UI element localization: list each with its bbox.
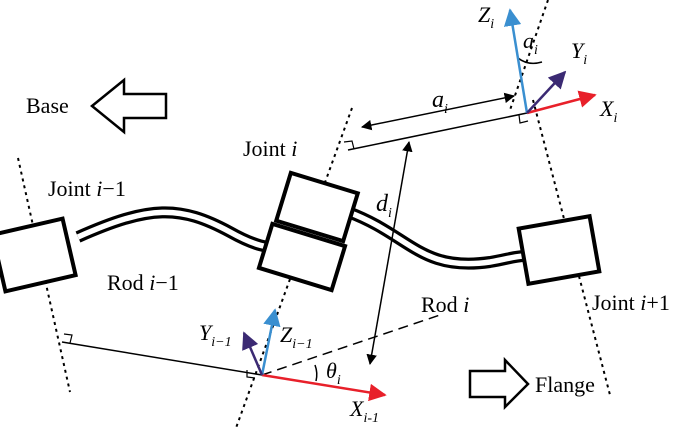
y-im1-label: Yi−1 — [199, 320, 232, 350]
a-dimension-arrow — [360, 92, 516, 131]
rod-im1-label: Rod i−1 — [107, 270, 179, 295]
flange-arrow-icon — [468, 356, 530, 411]
alpha-label: ai — [523, 28, 538, 58]
theta-arc — [314, 364, 318, 382]
rod-i-label: Rod i — [421, 292, 469, 317]
z-im1-axis-arrow — [260, 308, 281, 376]
joint-ip1-label: Joint i+1 — [592, 290, 670, 315]
joint-im1-label: Joint i−1 — [48, 176, 126, 201]
x-i-label: Xi — [599, 96, 617, 126]
x-i-axis-arrow — [526, 90, 597, 115]
joint-i-axis-upper — [509, 0, 549, 111]
d-length-label: di — [376, 191, 392, 221]
y-i-axis-arrow — [526, 70, 567, 114]
joint-ip1-block — [516, 213, 602, 287]
joint-i-block-lower — [256, 221, 348, 293]
z-im1-label: Zi−1 — [280, 322, 313, 352]
normal-bottom-line — [61, 341, 263, 376]
joint-i-label: Joint i — [243, 136, 297, 161]
x-im1-axis-arrow — [261, 373, 387, 402]
y-im1-axis-arrow — [242, 331, 264, 376]
right-angle-mark — [63, 333, 73, 344]
alpha-arc — [517, 57, 543, 65]
x-im1-label: Xi-1 — [349, 396, 379, 426]
right-angle-mark — [246, 370, 256, 379]
normal-a-line — [347, 112, 528, 151]
base-label: Base — [26, 93, 69, 118]
flange-label: Flange — [535, 372, 595, 397]
right-angle-mark — [518, 114, 529, 124]
joint-i-block-upper — [273, 170, 361, 244]
z-i-axis-arrow — [503, 8, 529, 114]
y-i-label: Yi — [571, 38, 587, 68]
base-arrow-icon — [90, 77, 168, 135]
a-length-label: ai — [432, 87, 448, 117]
d-dimension-arrow — [366, 140, 413, 366]
theta-label: θi — [326, 358, 341, 388]
z-i-label: Zi — [478, 2, 494, 32]
joint-im1-block — [0, 216, 78, 294]
joint-ip1-axis — [532, 99, 611, 396]
right-angle-mark — [343, 140, 355, 150]
